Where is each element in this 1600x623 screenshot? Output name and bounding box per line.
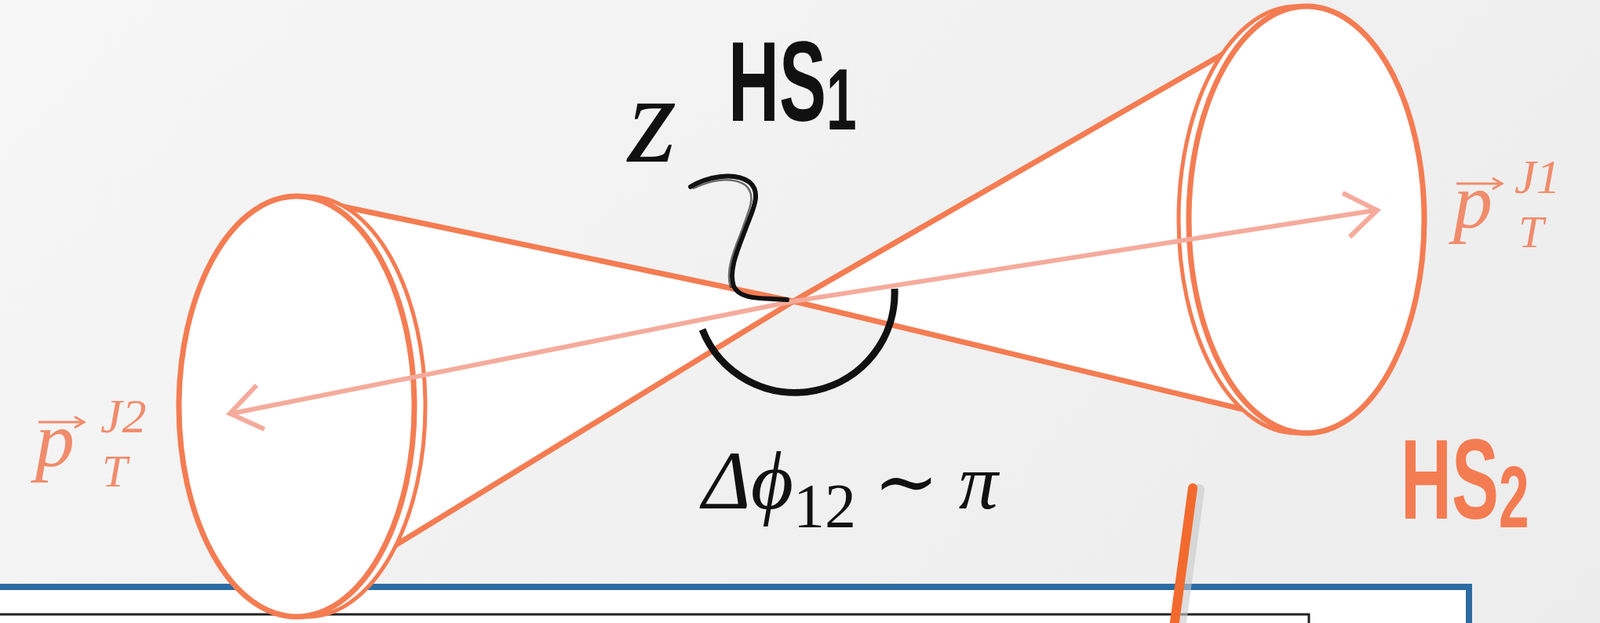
label-group: T bbox=[1518, 209, 1544, 256]
panel-inner-line bbox=[0, 614, 1309, 623]
label-group: Δϕ12∼ π bbox=[702, 439, 999, 522]
angle-subscript: 12 bbox=[793, 474, 857, 538]
angle-arc bbox=[702, 288, 895, 393]
momentum-symbol: p bbox=[1453, 162, 1493, 241]
hard-scatter-index: 1 bbox=[826, 55, 857, 144]
arrow-head bbox=[1342, 193, 1378, 237]
vector-arrow-head bbox=[1492, 178, 1502, 190]
panel-frame bbox=[0, 586, 1469, 623]
boson-squiggle bbox=[690, 176, 788, 300]
hard-scatter-label: HS bbox=[728, 25, 827, 139]
label-group: J2 bbox=[100, 391, 147, 441]
label-group: T bbox=[102, 448, 128, 495]
boson-label: z bbox=[627, 56, 677, 183]
angle-symbol: Δϕ bbox=[702, 439, 794, 522]
cone-edge bbox=[379, 301, 794, 555]
cone-edge bbox=[793, 44, 1240, 302]
cone-edge bbox=[793, 301, 1258, 413]
hard-scatter-label: HS bbox=[1400, 422, 1499, 537]
marker-stroke bbox=[1173, 488, 1193, 623]
label-group: z bbox=[627, 56, 677, 183]
label-group: J1 bbox=[1514, 152, 1561, 201]
label-group: p bbox=[35, 400, 75, 480]
vector-arrow-head bbox=[74, 416, 84, 428]
angle-value: ∼ π bbox=[873, 443, 999, 522]
transverse-subscript: T bbox=[1518, 209, 1544, 256]
hard-scatter-index: 2 bbox=[1498, 453, 1530, 542]
boson-squiggle bbox=[693, 179, 751, 288]
momentum-symbol: p bbox=[35, 400, 75, 480]
jet-superscript: J2 bbox=[100, 391, 147, 441]
cone-rim bbox=[178, 196, 415, 617]
transverse-subscript: T bbox=[102, 448, 128, 495]
momentum-arrow bbox=[793, 210, 1376, 302]
label-group: HS2 bbox=[1400, 422, 1530, 537]
momentum-arrow bbox=[231, 301, 794, 414]
label-group: p bbox=[1453, 162, 1493, 241]
label-group: HS1 bbox=[728, 25, 857, 139]
jet-superscript: J1 bbox=[1514, 152, 1561, 201]
arrow-head bbox=[229, 385, 265, 430]
